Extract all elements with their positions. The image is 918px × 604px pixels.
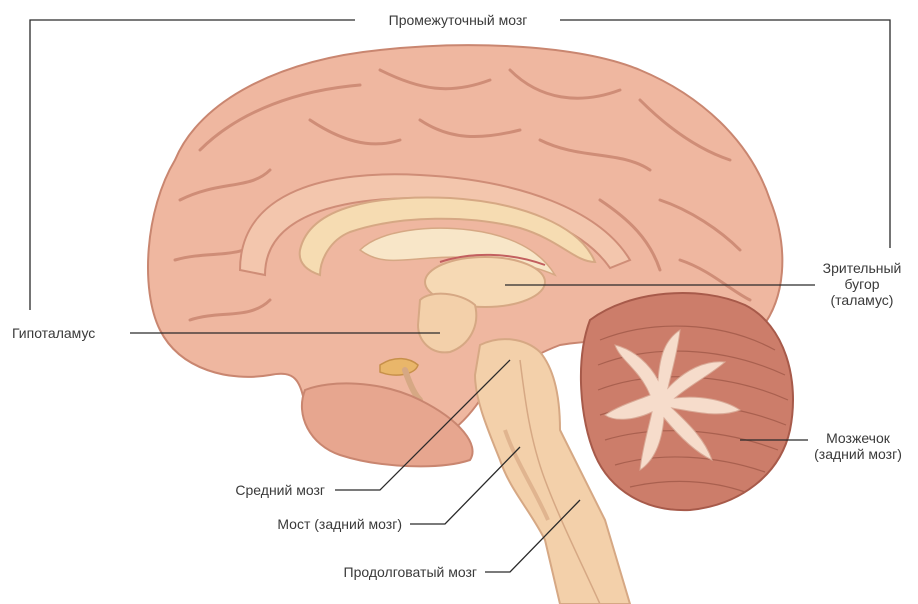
label-thalamus-line1: Зрительный [823, 260, 902, 276]
label-cerebellum-line2: (задний мозг) [814, 446, 902, 462]
brain-illustration [148, 45, 793, 604]
label-cerebellum-line1: Мозжечок [826, 430, 891, 446]
label-thalamus-line3: (таламус) [831, 292, 894, 308]
cerebellum [581, 293, 793, 510]
label-midbrain: Средний мозг [235, 482, 325, 498]
label-medulla: Продолговатый мозг [344, 564, 477, 580]
label-thalamus-line2: бугор [844, 276, 879, 292]
label-hypothalamus: Гипоталамус [12, 325, 95, 341]
label-diencephalon: Промежуточный мозг [389, 12, 528, 28]
label-pons: Мост (задний мозг) [277, 516, 402, 532]
